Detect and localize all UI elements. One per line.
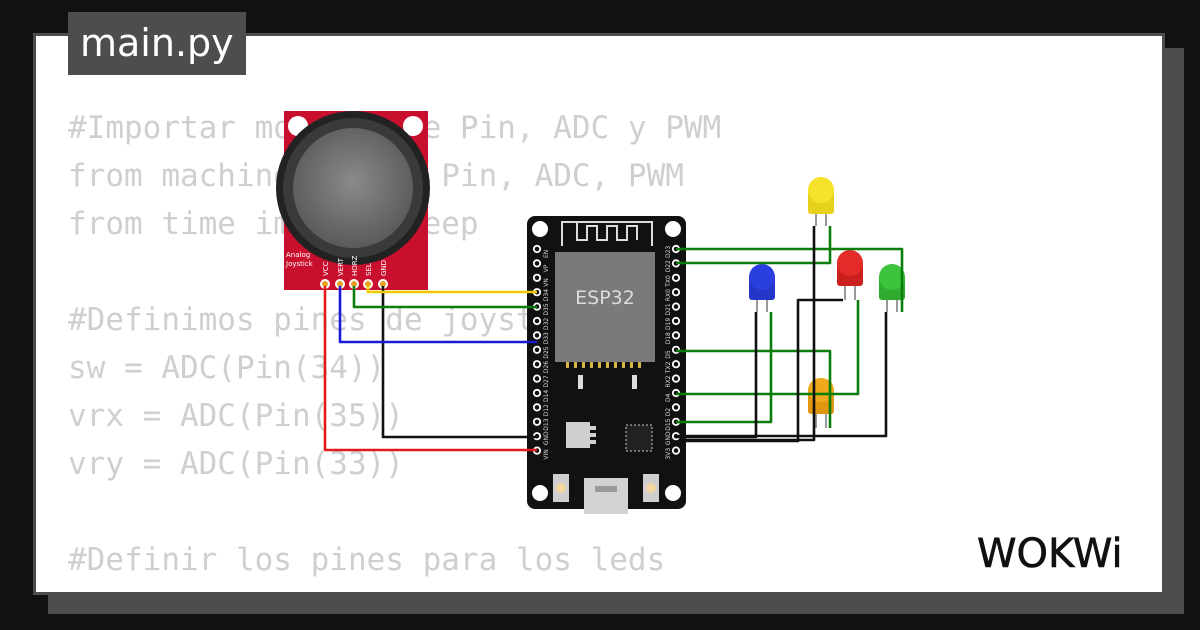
esp32-pin-right-tx2[interactable] [671,360,681,369]
esp32-pin-left-d26[interactable] [532,360,542,369]
code-line: sw = ADC(Pin(34)) [68,350,386,386]
esp32-pin-left-d25[interactable] [532,345,542,354]
esp32-pin-label: D4 [665,393,672,402]
esp32-pin-label: D12 [543,404,550,416]
wire-green-d18[interactable] [676,349,832,428]
esp32-pin-label: D25 [543,346,550,358]
esp32-pin-right-d2[interactable] [671,403,681,412]
esp32-pin-right-rx0[interactable] [671,288,681,297]
esp32-pin-left-d33[interactable] [532,331,542,340]
esp32-pin-label: TX2 [665,361,672,374]
code-line: vrx = ADC(Pin(35)) [68,398,404,434]
esp32-pin-label: D15 [665,418,672,430]
esp32-pin-label: VN [543,278,550,287]
esp32-pin-label: D22 [665,260,672,272]
esp32-pin-label: D27 [543,375,550,387]
esp32-pin-label: VP [543,264,550,272]
esp32-pin-right-d21[interactable] [671,302,681,311]
usb-port [584,478,628,514]
wire-green-d15[interactable] [676,312,773,424]
esp32-pin-label: D33 [543,332,550,344]
esp32-pin-left-d32[interactable] [532,316,542,326]
led-red[interactable] [837,250,863,300]
esp32-pin-label: RX2 [665,375,672,387]
wire-green-d22[interactable] [676,226,832,265]
esp32-pin-left-vn[interactable] [532,273,542,282]
wokwi-logo: WOKWi [977,531,1123,578]
wire-red[interactable] [323,286,537,452]
esp32-pin-left-d27[interactable] [532,374,542,383]
wire-yellow[interactable] [366,286,537,294]
joystick-pin-label: VERT [337,257,345,276]
esp32-pin-label: D34 [543,289,550,301]
esp32-pin-label: D19 [665,318,672,330]
esp32-pin-label: VIN [543,449,550,459]
esp32-pin-left-d12[interactable] [532,403,542,412]
wire-black-led-1[interactable] [676,312,758,439]
joystick-pin-label: VCC [322,261,330,276]
esp32-board[interactable]: ESP32 ENVPVND34D35D32D33D25D26D27D14D12D… [527,216,686,514]
esp32-pin-label: GND [665,431,672,445]
esp32-pin-label: D35 [543,303,550,315]
wire-black-led-4[interactable] [678,298,843,443]
esp32-pin-right-tx0[interactable] [671,273,681,282]
wire-black-gnd[interactable] [381,286,537,439]
esp32-chip-label: ESP32 [575,287,635,309]
esp32-pin-left-vp[interactable] [532,259,542,268]
wire-green-d23[interactable] [676,247,904,312]
brand-name: WOKWi [977,531,1123,577]
joystick-pin-label: SEL [365,263,373,276]
esp32-pin-label: D13 [543,418,550,430]
esp32-pin-left-d13[interactable] [532,417,542,426]
wire-blue[interactable] [338,286,537,344]
code-line: #Definir los pines para los leds [68,542,666,578]
file-tab[interactable]: main.py [68,12,246,75]
wire-black-led-2[interactable] [680,226,816,442]
joystick-pin-label: HORZ [351,255,359,276]
esp32-pin-label: D32 [543,318,550,330]
esp32-pin-label: D2 [665,408,672,417]
esp32-pin-label: GND [543,431,550,445]
wire-black-led-3[interactable] [678,312,888,438]
wire-green-d4[interactable] [676,300,860,396]
joystick-module[interactable]: Analog Joystick VCC VERT HORZ SEL GND [276,111,430,290]
led-green[interactable] [879,264,905,312]
esp32-pin-right-d19[interactable] [671,316,681,326]
esp32-pin-label: RX0 [665,289,672,301]
code-line: vry = ADC(Pin(33)) [68,446,404,482]
led-yellow[interactable] [808,177,834,226]
joystick-knob[interactable] [293,128,413,248]
esp32-pin-right-3v3[interactable] [671,446,681,455]
esp32-pin-label: D5 [665,350,672,359]
code-line: ledRed = Pin(4, Pin.OUT) [68,584,721,592]
esp32-pin-label: 3V3 [665,448,672,460]
esp32-pin-right-rx2[interactable] [671,374,681,383]
esp32-pin-right-d18[interactable] [671,331,681,340]
led-blue[interactable] [749,264,775,312]
joystick-label-top: Analog [286,251,310,259]
esp32-pin-label: EN [543,250,550,258]
esp32-pin-label: D21 [665,303,672,315]
esp32-pin-left-en[interactable] [532,244,542,254]
esp32-pin-label: D23 [665,246,672,258]
esp32-pin-label: TX0 [665,275,672,288]
joystick-label-bottom: Joystick [285,260,314,268]
esp32-pin-label: D14 [543,390,550,402]
esp32-pin-label: D18 [665,332,672,344]
esp32-pin-left-d14[interactable] [532,388,542,398]
esp32-pin-label: D26 [543,361,550,373]
joystick-pin-label: GND [380,260,388,276]
wire-green-horz[interactable] [352,286,537,309]
